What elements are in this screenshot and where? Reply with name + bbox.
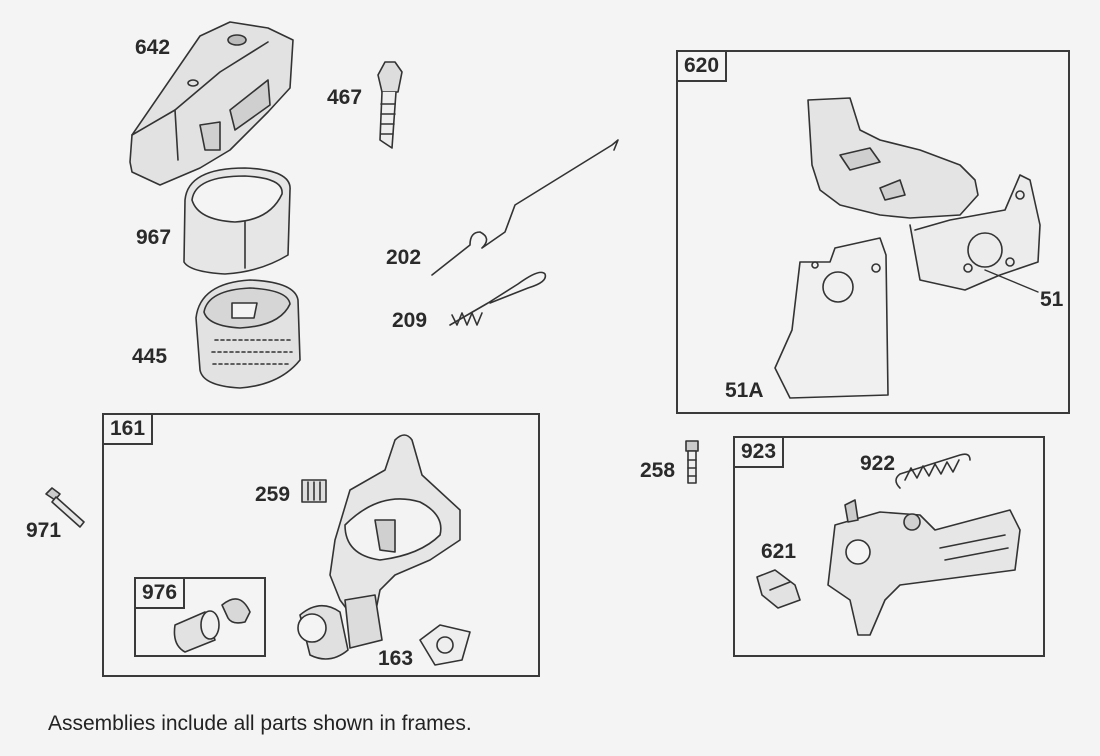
gasket-163-drawing: [419, 624, 471, 666]
part-label-621: 621: [761, 540, 797, 563]
spring-922-drawing: [895, 453, 971, 489]
frame-620: 620: [676, 50, 1070, 414]
governor-control-drawing: [827, 499, 1021, 636]
governor-spring-drawing: [449, 271, 547, 326]
part-label-51: 51: [1040, 288, 1064, 311]
primer-bulb-drawing: [377, 61, 403, 149]
nozzle-976-drawing: [173, 598, 251, 653]
frame-976: 976: [134, 577, 266, 657]
bracket-621-drawing: [756, 569, 801, 609]
part-label-163: 163: [378, 647, 414, 670]
frame-161: 161: [102, 413, 540, 677]
carburetor-drawing: [297, 434, 461, 660]
clip-259-drawing: [301, 479, 327, 503]
part-label-259: 259: [255, 483, 291, 506]
control-bracket-drawing: [774, 97, 1041, 399]
part-label-967: 967: [136, 226, 172, 249]
part-label-922: 922: [860, 452, 896, 475]
part-label-971: 971: [26, 519, 62, 542]
bolt-258-drawing: [685, 440, 699, 484]
part-label-467: 467: [327, 86, 363, 109]
bolt-971-drawing: [45, 487, 85, 528]
leader-line-51: [984, 269, 1039, 293]
frame-161-tag: 161: [104, 415, 154, 445]
footer-note: Assemblies include all parts shown in fr…: [48, 712, 472, 735]
part-label-51a: 51A: [725, 379, 764, 402]
part-label-258: 258: [640, 459, 676, 482]
part-label-445: 445: [132, 345, 168, 368]
pre-cleaner-drawing: [183, 167, 291, 275]
part-label-642: 642: [135, 36, 171, 59]
air-filter-drawing: [195, 279, 301, 389]
frame-923: 923: [733, 436, 1045, 657]
air-cleaner-cover-drawing: [129, 21, 294, 186]
frame-620-tag: 620: [678, 52, 728, 82]
frame-976-tag: 976: [136, 579, 186, 609]
part-label-202: 202: [386, 246, 422, 269]
part-label-209: 209: [392, 309, 428, 332]
governor-link-drawing: [431, 139, 619, 276]
frame-923-tag: 923: [735, 438, 785, 468]
